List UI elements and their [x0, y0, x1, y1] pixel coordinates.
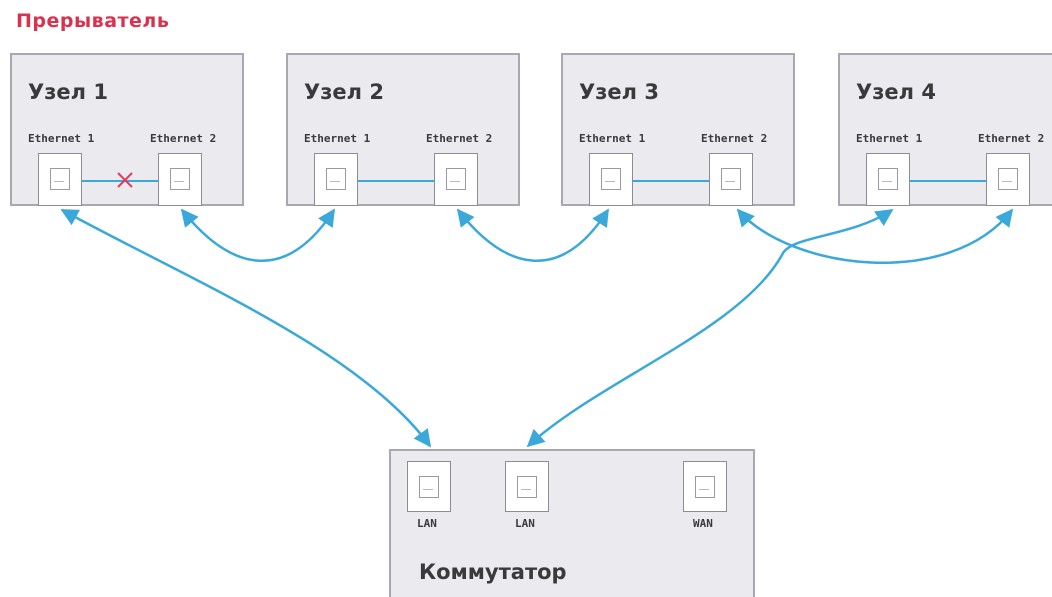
- switch-lan-port-2: [505, 461, 549, 512]
- node-1-title: Узел 1: [28, 80, 108, 104]
- node-1-ethernet-2-port: [158, 153, 202, 206]
- node-4-port-1-label: Ethernet 1: [856, 132, 923, 145]
- node-4-ethernet-2-port: [986, 153, 1030, 206]
- node-4: Узел 4 Ethernet 1 Ethernet 2: [838, 53, 1052, 206]
- node-1-port-2-label: Ethernet 2: [150, 132, 217, 145]
- cable-node3-eth2-to-node4-eth2: [736, 208, 1014, 264]
- diagram-title: Прерыватель: [16, 10, 170, 32]
- node-4-title: Узел 4: [856, 80, 936, 104]
- break-x-icon: [117, 172, 133, 188]
- node-4-ethernet-1-port: [866, 153, 910, 206]
- node-3-ethernet-2-port: [709, 153, 753, 206]
- node-3-ethernet-1-port: [589, 153, 633, 206]
- node-4-internal-link: [910, 180, 986, 182]
- switch-lan-1-label: LAN: [417, 517, 437, 530]
- node-2-port-2-label: Ethernet 2: [426, 132, 493, 145]
- node-4-port-2-label: Ethernet 2: [978, 132, 1045, 145]
- node-3-internal-link: [633, 180, 709, 182]
- node-1: Узел 1 Ethernet 1 Ethernet 2: [10, 53, 244, 206]
- switch-lan-2-label: LAN: [515, 517, 535, 530]
- switch: LAN LAN WAN Коммутатор: [389, 449, 755, 597]
- switch-wan-label: WAN: [693, 517, 713, 530]
- node-3-title: Узел 3: [579, 80, 659, 104]
- node-1-port-1-label: Ethernet 1: [28, 132, 95, 145]
- node-2: Узел 2 Ethernet 1 Ethernet 2: [286, 53, 520, 206]
- node-2-title: Узел 2: [304, 80, 384, 104]
- node-1-internal-link: [82, 180, 158, 182]
- cable-node1-eth1-to-switch-lan1: [60, 208, 432, 448]
- cable-node4-eth1-to-switch-lan2: [526, 208, 894, 448]
- node-2-port-1-label: Ethernet 1: [304, 132, 371, 145]
- cable-node1-eth2-to-node2-eth1: [180, 208, 336, 263]
- cable-node2-eth2-to-node3-eth1: [456, 208, 610, 263]
- switch-wan-port: [683, 461, 727, 512]
- switch-lan-port-1: [407, 461, 451, 512]
- node-3: Узел 3 Ethernet 1 Ethernet 2: [561, 53, 795, 206]
- node-3-port-2-label: Ethernet 2: [701, 132, 768, 145]
- switch-title: Коммутатор: [419, 560, 567, 584]
- node-2-ethernet-1-port: [314, 153, 358, 206]
- node-2-ethernet-2-port: [434, 153, 478, 206]
- node-2-internal-link: [358, 180, 434, 182]
- node-1-ethernet-1-port: [38, 153, 82, 206]
- node-3-port-1-label: Ethernet 1: [579, 132, 646, 145]
